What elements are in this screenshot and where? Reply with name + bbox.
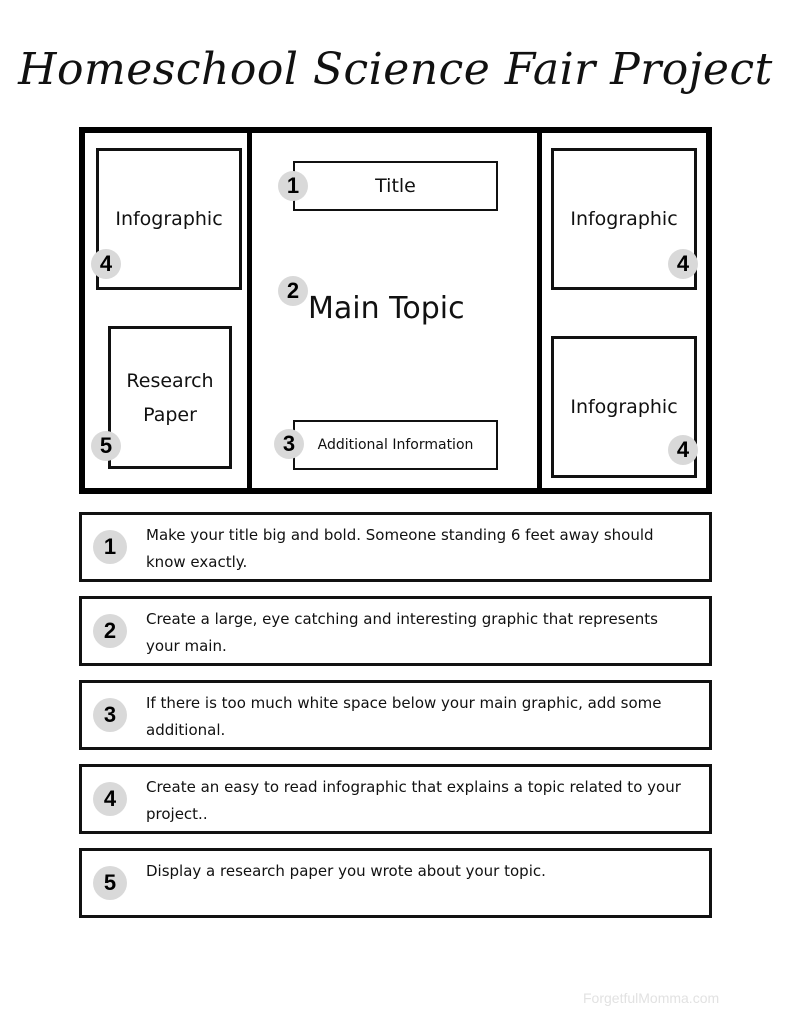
step-4: 4 Create an easy to read infographic tha…: [79, 764, 712, 834]
additional-info-badge: 3: [274, 429, 304, 459]
step-1: 1 Make your title big and bold. Someone …: [79, 512, 712, 582]
step-text: Make your title big and bold. Someone st…: [146, 526, 654, 571]
main-topic-label: Main Topic: [308, 291, 465, 326]
trifold-board: Infographic 4 Research Paper 5 Title 1 2…: [79, 127, 712, 494]
additional-info-box: Additional Information: [293, 420, 498, 470]
step-5: 5 Display a research paper you wrote abo…: [79, 848, 712, 918]
step-number-badge: 5: [93, 866, 127, 900]
step-number-badge: 2: [93, 614, 127, 648]
step-3: 3 If there is too much white space below…: [79, 680, 712, 750]
left-panel-divider: [247, 133, 252, 488]
additional-info-label: Additional Information: [317, 437, 474, 453]
step-number-badge: 4: [93, 782, 127, 816]
research-paper-box: Research Paper: [108, 326, 232, 469]
step-2: 2 Create a large, eye catching and inter…: [79, 596, 712, 666]
step-number-badge: 1: [93, 530, 127, 564]
right-infographic-top-badge: 4: [668, 249, 698, 279]
step-text: If there is too much white space below y…: [146, 694, 662, 739]
step-number-badge: 3: [93, 698, 127, 732]
right-panel-divider: [537, 133, 542, 488]
research-paper-label-line2: Paper: [143, 403, 197, 426]
title-badge: 1: [278, 171, 308, 201]
right-infographic-bottom-label: Infographic: [570, 396, 678, 418]
research-paper-label-line1: Research: [126, 369, 214, 392]
right-infographic-top-label: Infographic: [570, 208, 678, 230]
title-box: Title: [293, 161, 498, 211]
research-paper-badge: 5: [91, 431, 121, 461]
title-box-label: Title: [375, 175, 416, 197]
right-infographic-bottom-badge: 4: [668, 435, 698, 465]
page-title: Homeschool Science Fair Project: [18, 44, 773, 95]
left-infographic-label: Infographic: [115, 208, 223, 230]
watermark: ForgetfulMomma.com: [583, 990, 720, 1006]
left-infographic-badge: 4: [91, 249, 121, 279]
step-text: Display a research paper you wrote about…: [146, 862, 546, 880]
main-topic-badge: 2: [278, 276, 308, 306]
step-text: Create an easy to read infographic that …: [146, 778, 681, 823]
step-text: Create a large, eye catching and interes…: [146, 610, 658, 655]
